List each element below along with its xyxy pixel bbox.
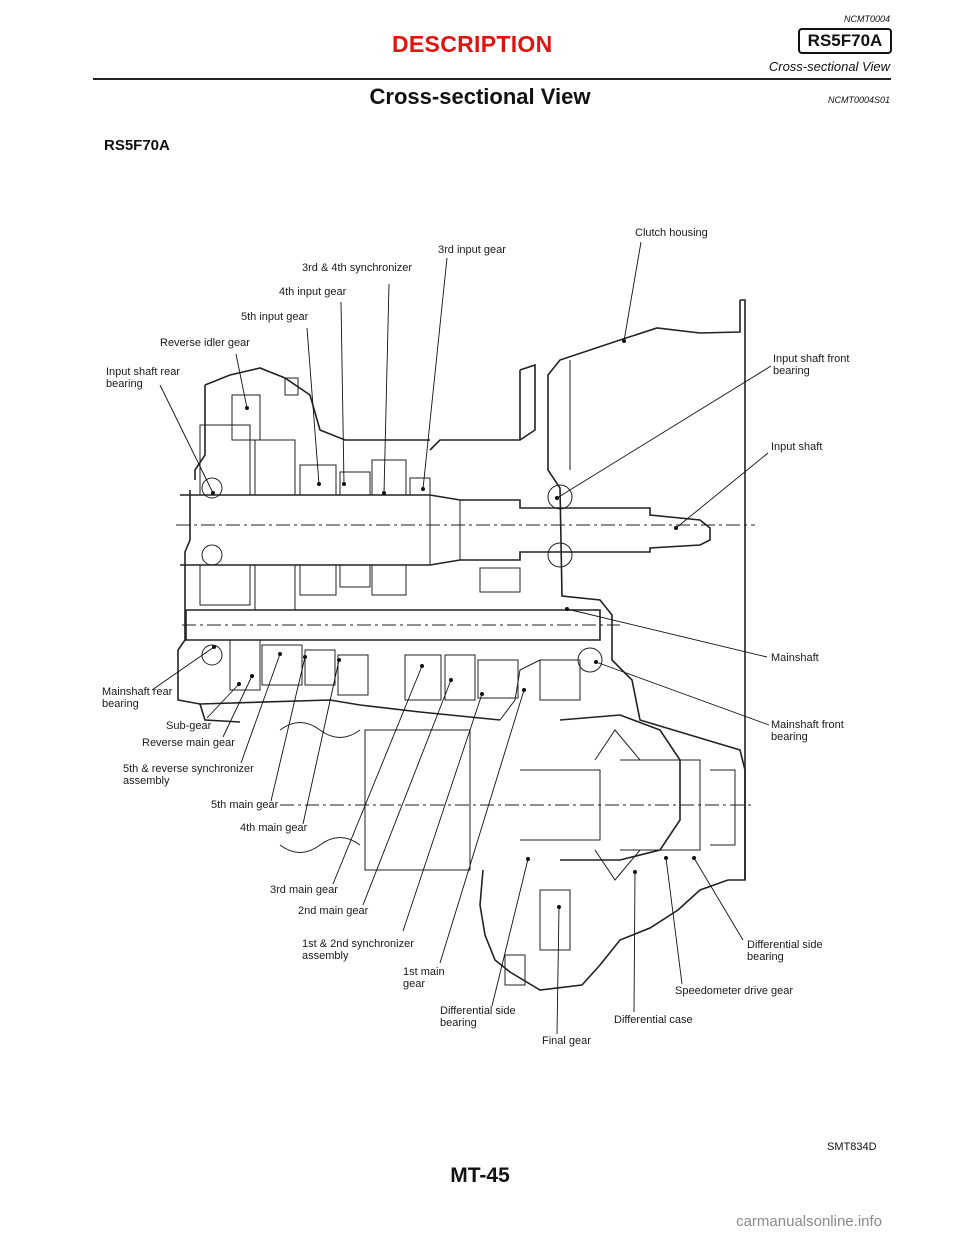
label-2nd-main-gear: 2nd main gear (298, 905, 369, 917)
label-5th-main-gear: 5th main gear (211, 799, 279, 811)
label-differential-side-bearing-right: Differential side bearing (747, 939, 823, 963)
label-reverse-idler-gear: Reverse idler gear (160, 337, 250, 349)
section-heading: DESCRIPTION (392, 31, 553, 57)
model-badge: RS5F70A (798, 28, 892, 54)
label-4th-main-gear: 4th main gear (240, 822, 308, 834)
label-speedometer-drive-gear: Speedometer drive gear (675, 985, 794, 997)
leader-dots (211, 339, 696, 909)
label-mainshaft-rear-bearing: Mainshaft rear bearing (102, 686, 173, 710)
label-differential-side-bearing-left: Differential side bearing (440, 1005, 516, 1029)
header-code: NCMT0004 (843, 14, 890, 24)
label-mainshaft-front-bearing: Mainshaft front bearing (771, 719, 844, 743)
label-differential-case: Differential case (614, 1014, 693, 1026)
label-4th-input-gear: 4th input gear (279, 286, 347, 298)
label-1st-main-gear: 1st main gear (403, 966, 445, 990)
header-rule (93, 78, 891, 80)
mainshaft (182, 609, 620, 701)
label-5th-input-gear: 5th input gear (241, 311, 309, 323)
label-input-shaft-rear-bearing: Input shaft rear bearing (106, 366, 180, 390)
label-reverse-main-gear: Reverse main gear (142, 737, 235, 749)
label-1st-2nd-synchronizer: 1st & 2nd synchronizer assembly (302, 938, 414, 962)
label-5th-reverse-synchronizer: 5th & reverse synchronizer assembly (123, 763, 254, 787)
figure-code: SMT834D (827, 1141, 877, 1153)
label-input-shaft-front-bearing: Input shaft front bearing (773, 353, 850, 377)
label-final-gear: Final gear (542, 1035, 591, 1047)
leader-lines (151, 241, 772, 1035)
label-input-shaft: Input shaft (771, 441, 823, 453)
section-code: NCMT0004S01 (827, 95, 890, 105)
watermark: carmanualsonline.info (736, 1213, 882, 1230)
page-number: MT-45 (450, 1164, 510, 1187)
page-title: Cross-sectional View (369, 84, 591, 109)
label-3rd-main-gear: 3rd main gear (270, 884, 338, 896)
label-3rd-4th-synchronizer: 3rd & 4th synchronizer (302, 262, 413, 274)
header-subtitle: Cross-sectional View (768, 59, 890, 74)
label-clutch-housing: Clutch housing (635, 227, 708, 239)
label-3rd-input-gear: 3rd input gear (438, 244, 506, 256)
label-mainshaft: Mainshaft (771, 652, 819, 664)
input-gears (199, 377, 573, 611)
differential (279, 714, 755, 986)
input-shaft (176, 494, 755, 566)
label-sub-gear: Sub-gear (166, 720, 212, 732)
model-label: RS5F70A (104, 137, 170, 154)
